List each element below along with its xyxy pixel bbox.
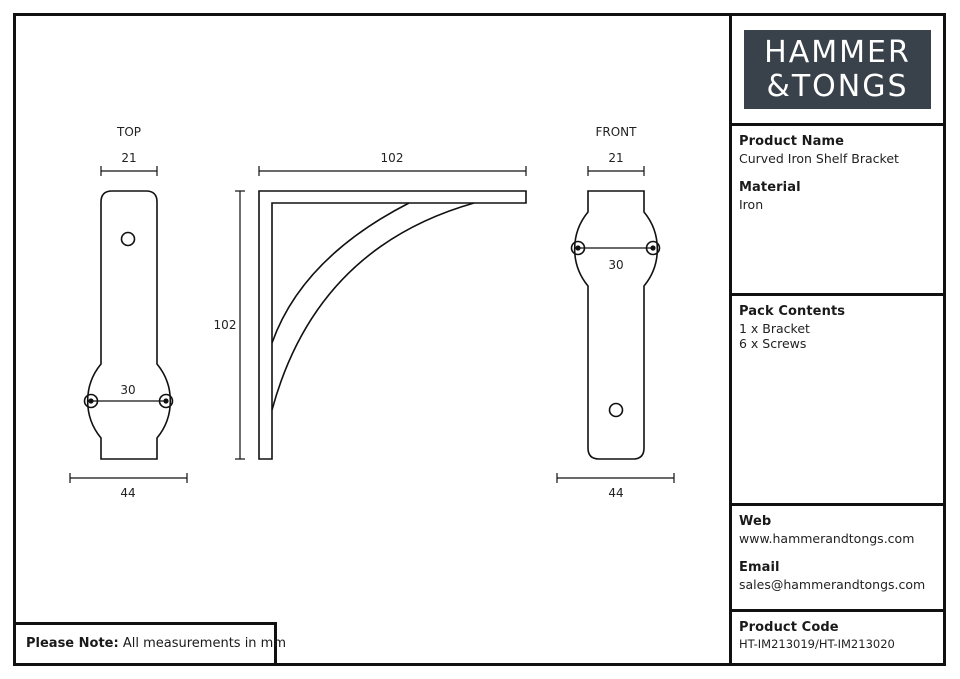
pack-contents-cell: Pack Contents 1 x Bracket 6 x Screws	[729, 293, 946, 505]
front-overall-dim: 44	[608, 486, 623, 500]
front-width-dim: 21	[608, 151, 623, 165]
product-code-value: HT-IM213019/HT-IM213020	[739, 637, 895, 651]
front-view-label: FRONT	[596, 125, 638, 139]
web-label: Web	[739, 514, 772, 529]
material-value: Iron	[739, 197, 764, 212]
logo-line-1: HAMMER	[764, 35, 911, 70]
top-view-label: TOP	[116, 125, 141, 139]
product-details-cell: Product Name Curved Iron Shelf Bracket M…	[729, 123, 946, 295]
front-hole-lower	[608, 402, 624, 418]
info-panel	[729, 13, 946, 666]
side-height-dim: 102	[214, 318, 237, 332]
top-width-dim: 21	[121, 151, 136, 165]
web-value[interactable]: www.hammerandtongs.com	[739, 531, 915, 546]
contact-cell: Web www.hammerandtongs.com Email sales@h…	[729, 503, 946, 611]
note-text: All measurements in mm	[122, 636, 287, 651]
product-code-cell: Product Code HT-IM213019/HT-IM213020	[729, 609, 946, 666]
side-width-dim: 102	[381, 151, 404, 165]
pack-line-1: 1 x Bracket	[739, 321, 810, 336]
top-view	[69, 166, 188, 483]
material-label: Material	[739, 180, 801, 195]
front-view	[556, 166, 675, 483]
pack-contents-label: Pack Contents	[739, 304, 846, 319]
product-code-label: Product Code	[739, 620, 839, 635]
note-label: Please Note:	[26, 636, 119, 651]
product-name-label: Product Name	[739, 134, 845, 149]
email-label: Email	[739, 560, 780, 575]
email-value[interactable]: sales@hammerandtongs.com	[739, 577, 926, 592]
pack-line-2: 6 x Screws	[739, 336, 807, 351]
top-hole-upper	[120, 231, 136, 247]
measurement-note: Please Note: All measurements in mm	[13, 622, 286, 666]
product-name-value: Curved Iron Shelf Bracket	[739, 151, 899, 166]
top-hole-spacing-dim: 30	[120, 383, 135, 397]
front-hole-spacing-dim: 30	[608, 258, 623, 272]
logo-line-2: &TONGS	[766, 69, 909, 104]
drawing-frame	[13, 13, 946, 666]
side-view	[235, 166, 527, 460]
brand-logo: HAMMER &TONGS	[744, 30, 931, 109]
top-overall-dim: 44	[120, 486, 135, 500]
